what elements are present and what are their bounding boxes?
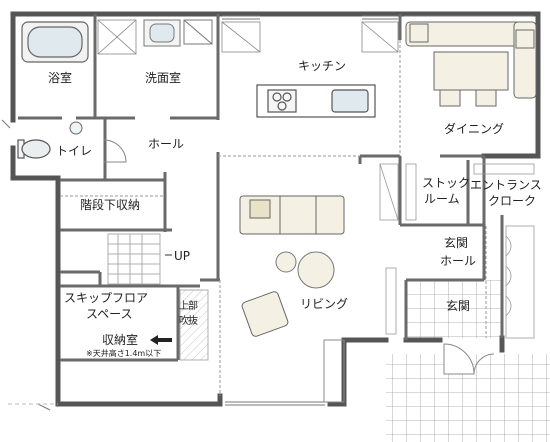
room-labels: 浴室 洗面室 キッチン ダイニング トイレ ホール 階段下収納 ストック ルーム… [48, 59, 542, 358]
label-dining: ダイニング [444, 121, 504, 136]
label-skip-floor-line2: スペース [86, 307, 133, 321]
label-upper-void-2: 部 [188, 299, 198, 312]
stock-shelf [379, 163, 417, 221]
outer-walls [10, 11, 541, 407]
interior-walls [18, 14, 504, 362]
label-kitchen: キッチン [298, 59, 346, 73]
label-upper-void-3: 吹 [179, 314, 189, 327]
coffee-tables [275, 251, 335, 289]
label-entrance: 玄関 [446, 298, 470, 313]
washbasin-icon [143, 19, 213, 47]
dashed-outlines [60, 40, 487, 396]
label-ceiling-note: ※天井高さ1.4m以下 [86, 348, 161, 358]
label-upper-void-1: 上 [179, 300, 189, 312]
label-bathroom: 浴室 [48, 70, 72, 85]
entrance-door-swing [443, 343, 475, 375]
kitchen-back-cabinet [221, 21, 399, 53]
kitchen-counter [256, 84, 376, 118]
toilet-sink-icon [69, 121, 83, 135]
label-entrance-closet-line2: クローク [488, 194, 536, 208]
shower-area [97, 19, 137, 55]
sofa-icon [239, 195, 345, 235]
label-toilet: トイレ [56, 144, 92, 158]
entrance-door-swing-2 [473, 353, 495, 375]
bathtub-icon [21, 21, 89, 63]
living-side-window [323, 339, 345, 403]
label-stock-room-line1: ストック [422, 176, 470, 190]
label-storage-room: 収納室 [102, 332, 138, 347]
dining-set [405, 21, 537, 107]
label-stock-room-line2: ルーム [424, 192, 460, 206]
armchair-icon [241, 291, 289, 337]
label-under-stair-storage: 階段下収納 [80, 197, 140, 212]
label-living: リビング [300, 297, 348, 311]
label-washroom: 洗面室 [145, 70, 181, 85]
label-entry-hall-line1: 玄関 [444, 235, 468, 250]
label-entrance-closet-line1: エントランス [470, 178, 542, 192]
toilet-door-swing [103, 139, 127, 163]
label-skip-floor-line1: スキップフロア [64, 291, 148, 305]
label-upper-void-4: 抜 [188, 314, 198, 327]
label-hall: ホール [148, 137, 184, 151]
label-up: UP [174, 249, 190, 263]
toilet-icon [17, 139, 51, 159]
shoe-cabinet [385, 267, 397, 335]
windows [222, 15, 534, 406]
storage-arrow-icon [150, 335, 172, 345]
exterior-marks [1, 119, 58, 411]
label-entry-hall-line2: ホール [440, 254, 476, 268]
entrance-cloak-shelf [473, 163, 535, 339]
upper-void-box [179, 289, 209, 361]
staircase [107, 233, 161, 285]
